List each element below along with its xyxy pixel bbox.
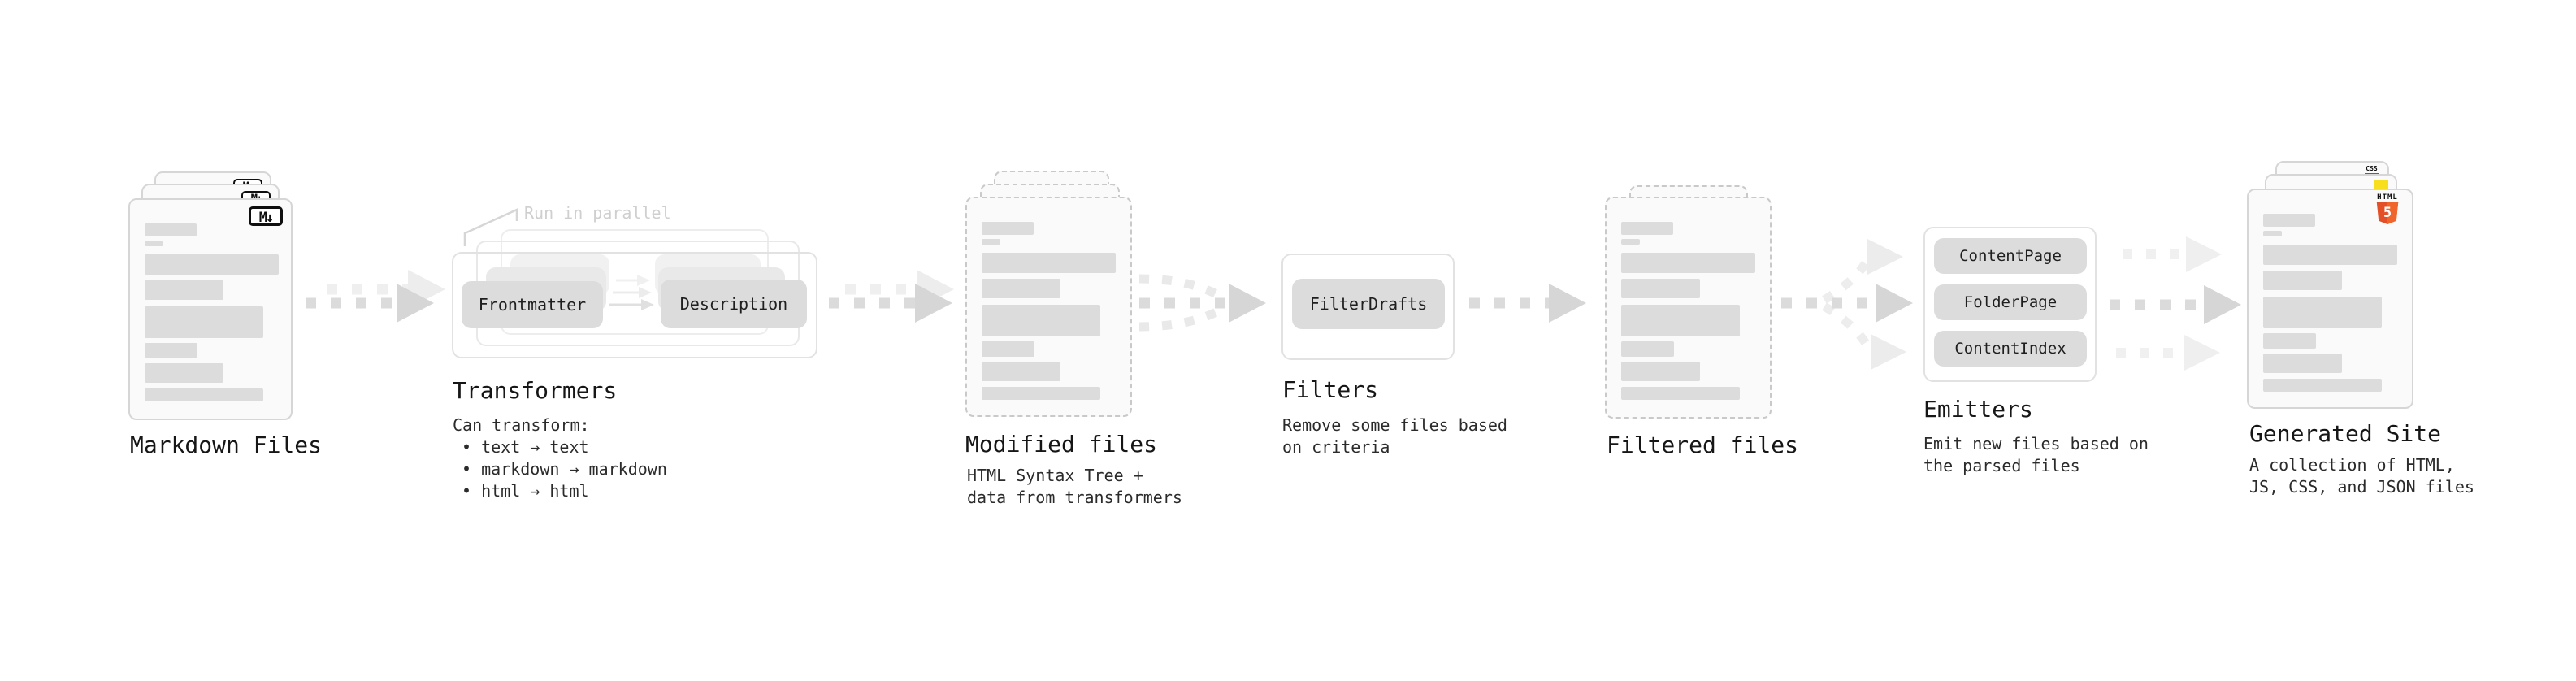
note-line: Can transform: bbox=[453, 415, 590, 435]
contentindex-pill: ContentIndex bbox=[1934, 331, 2087, 367]
doc-line-placeholder bbox=[1621, 387, 1740, 400]
arrow-emitters-to-generated bbox=[2110, 236, 2241, 371]
doc-line-placeholder bbox=[1621, 362, 1700, 381]
arrow-transformers-to-modified bbox=[829, 270, 954, 323]
modified-files-label: Modified files bbox=[965, 431, 1158, 458]
doc-line-placeholder bbox=[2263, 354, 2342, 373]
doc-line-placeholder bbox=[1621, 239, 1640, 245]
transformers-label: Transformers bbox=[453, 377, 618, 404]
note-line: the parsed files bbox=[1923, 456, 2080, 475]
doc-content-placeholder bbox=[2263, 214, 2397, 392]
modified-file-card-front bbox=[965, 197, 1132, 417]
doc-line-placeholder bbox=[982, 222, 1034, 235]
emitters-note: Emit new files based on the parsed files bbox=[1923, 433, 2149, 477]
doc-line-placeholder bbox=[145, 254, 279, 275]
transformers-note: Can transform: • text → text • markdown … bbox=[453, 414, 667, 502]
doc-line-placeholder bbox=[982, 341, 1034, 357]
doc-line-placeholder bbox=[1621, 341, 1674, 357]
note-line: • text → text bbox=[462, 437, 589, 457]
arrow-modified-to-filters-converge bbox=[1138, 274, 1266, 332]
markdown-icon: M↓ bbox=[249, 206, 283, 226]
doc-line-placeholder bbox=[2263, 297, 2382, 328]
markdown-files-label: Markdown Files bbox=[130, 432, 323, 458]
generated-site-label: Generated Site bbox=[2249, 420, 2442, 447]
html5-icon: HTML 5 bbox=[2374, 193, 2401, 227]
doc-line-placeholder bbox=[1621, 305, 1740, 336]
doc-line-placeholder bbox=[982, 305, 1100, 336]
note-line: • markdown → markdown bbox=[462, 459, 667, 479]
doc-line-placeholder bbox=[145, 343, 197, 358]
doc-line-placeholder bbox=[2263, 214, 2315, 227]
generated-site-note: A collection of HTML, JS, CSS, and JSON … bbox=[2249, 454, 2474, 498]
note-line: JS, CSS, and JSON files bbox=[2249, 477, 2474, 497]
filtered-file-card-front bbox=[1605, 197, 1772, 419]
filters-frame bbox=[1281, 254, 1455, 360]
note-line: Remove some files based bbox=[1282, 415, 1507, 435]
note-line: • html → html bbox=[462, 481, 589, 501]
transformer-frame-front bbox=[452, 252, 817, 358]
filterdrafts-pill: FilterDrafts bbox=[1292, 279, 1445, 329]
html5-icon-text: HTML bbox=[2377, 193, 2398, 202]
doc-line-placeholder bbox=[982, 279, 1060, 298]
css-icon-text: CSS bbox=[2366, 165, 2378, 172]
note-line: on criteria bbox=[1282, 437, 1390, 457]
doc-line-placeholder bbox=[145, 241, 163, 246]
run-in-parallel-annotation: Run in parallel bbox=[524, 203, 671, 223]
doc-line-placeholder bbox=[2263, 231, 2282, 236]
doc-line-placeholder bbox=[982, 362, 1060, 381]
doc-line-placeholder bbox=[2263, 379, 2382, 392]
doc-content-placeholder bbox=[1621, 222, 1755, 400]
note-line: Emit new files based on bbox=[1923, 434, 2149, 453]
doc-line-placeholder bbox=[145, 388, 263, 401]
html5-icon-number: 5 bbox=[2383, 205, 2392, 221]
doc-line-placeholder bbox=[982, 253, 1116, 273]
generated-html-file-card: HTML 5 bbox=[2247, 189, 2413, 409]
doc-content-placeholder bbox=[145, 223, 279, 401]
frontmatter-pill: Frontmatter bbox=[462, 281, 603, 328]
note-line: HTML Syntax Tree + bbox=[967, 466, 1143, 485]
filters-label: Filters bbox=[1282, 376, 1379, 403]
doc-line-placeholder bbox=[1621, 253, 1755, 273]
filters-note: Remove some files based on criteria bbox=[1282, 414, 1507, 458]
doc-line-placeholder bbox=[145, 306, 263, 338]
note-line: data from transformers bbox=[967, 488, 1182, 507]
doc-line-placeholder bbox=[1621, 222, 1673, 235]
html5-shield-shape bbox=[2376, 202, 2399, 224]
arrow-filters-to-filtered bbox=[1469, 284, 1586, 323]
arrow-markdown-to-transformers bbox=[306, 270, 445, 323]
emitters-label: Emitters bbox=[1923, 396, 2033, 423]
doc-line-placeholder bbox=[145, 280, 223, 300]
emitters-frame bbox=[1923, 227, 2097, 382]
doc-line-placeholder bbox=[145, 223, 197, 236]
description-pill: Description bbox=[661, 280, 807, 328]
doc-line-placeholder bbox=[2263, 333, 2316, 349]
markdown-file-card-front: M↓ bbox=[128, 198, 293, 420]
doc-line-placeholder bbox=[145, 363, 223, 383]
doc-line-placeholder bbox=[982, 387, 1100, 400]
doc-line-placeholder bbox=[2263, 245, 2397, 265]
note-line: A collection of HTML, bbox=[2249, 455, 2455, 475]
modified-files-note: HTML Syntax Tree + data from transformer… bbox=[967, 465, 1182, 509]
contentpage-pill: ContentPage bbox=[1934, 238, 2087, 274]
filtered-files-label: Filtered files bbox=[1607, 432, 1799, 458]
doc-line-placeholder bbox=[1621, 279, 1700, 298]
folderpage-pill: FolderPage bbox=[1934, 284, 2087, 320]
arrow-filtered-to-emitters-fanout bbox=[1781, 239, 1913, 370]
html5-shield: 5 bbox=[2375, 202, 2400, 227]
doc-line-placeholder bbox=[982, 239, 1000, 245]
doc-content-placeholder bbox=[982, 222, 1116, 400]
doc-line-placeholder bbox=[2263, 271, 2342, 290]
